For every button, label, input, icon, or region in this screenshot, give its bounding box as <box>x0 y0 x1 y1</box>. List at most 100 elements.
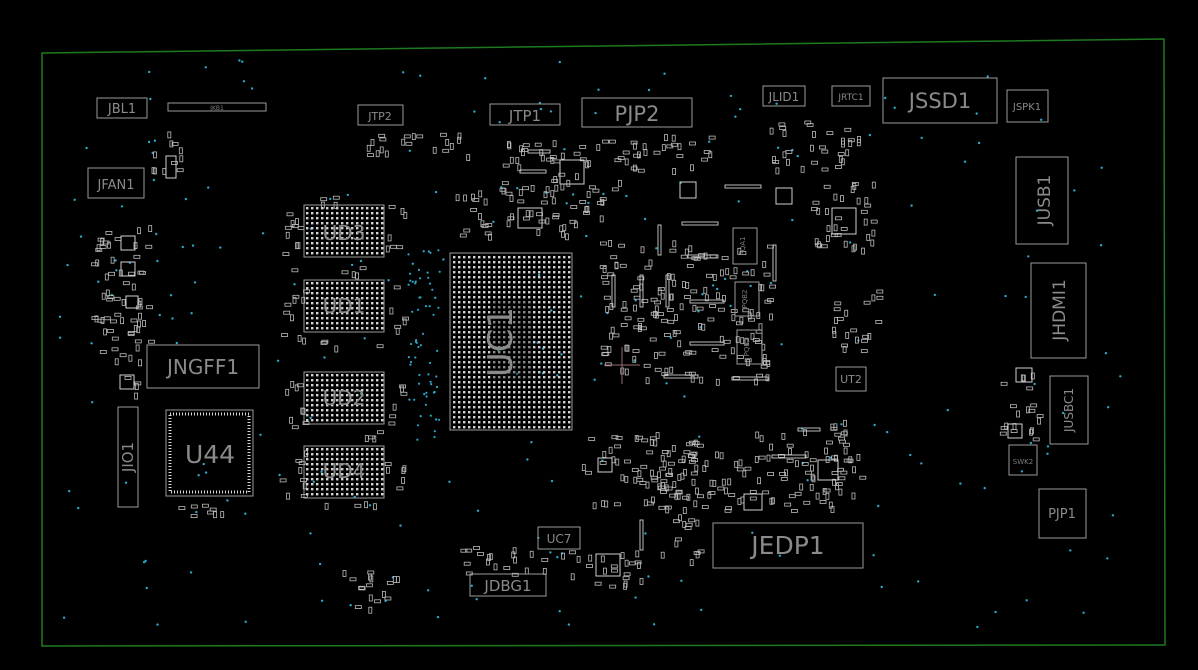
component-jfan1[interactable]: JFAN1 <box>87 167 145 199</box>
passive-component <box>661 450 669 454</box>
via <box>368 504 372 507</box>
via <box>1106 557 1109 560</box>
component-ud1[interactable]: UD1 <box>303 279 385 333</box>
passive-component <box>291 425 299 430</box>
via <box>156 259 159 263</box>
via <box>202 462 205 466</box>
jngff1-label: JNGFF1 <box>165 355 239 379</box>
passive-component <box>767 471 774 476</box>
component-uc1[interactable]: UC1 <box>449 252 573 431</box>
passive-component <box>178 506 186 511</box>
passive-component <box>603 567 607 575</box>
component-jusb1[interactable]: JUSB1 <box>1015 156 1069 245</box>
component-jbl1[interactable]: JBL1 <box>96 97 148 119</box>
component-pqb2[interactable]: PQB2 <box>734 281 760 317</box>
component-jdbg1[interactable]: JDBG1 <box>469 573 547 597</box>
passive-component <box>843 419 847 427</box>
passive-component <box>786 443 794 448</box>
passive-component <box>870 239 875 247</box>
passive-component <box>819 145 826 150</box>
passive-component <box>631 468 639 472</box>
passive-component <box>715 451 719 459</box>
passive-component <box>624 559 629 567</box>
passive-component <box>762 353 767 361</box>
via <box>414 282 417 285</box>
connector-strip <box>772 244 777 282</box>
passive-component <box>341 270 349 275</box>
passive-component <box>633 325 641 330</box>
passive-component <box>847 138 855 143</box>
passive-component <box>1030 372 1035 380</box>
component-jedp1[interactable]: JEDP1 <box>712 522 864 569</box>
passive-component <box>676 492 681 500</box>
via <box>1040 118 1043 122</box>
via <box>550 309 553 312</box>
component-jssd1[interactable]: JSSD1 <box>882 77 998 124</box>
passive-component <box>708 491 716 495</box>
passive-component <box>856 139 861 147</box>
component-pqa1[interactable]: PQA1 <box>732 227 758 265</box>
component-pjp2[interactable]: PJP2 <box>581 97 693 128</box>
passive-component <box>851 181 859 186</box>
passive-component <box>672 168 676 175</box>
passive-component <box>403 134 411 139</box>
component-jspk1[interactable]: JSPK1 <box>1006 89 1049 123</box>
passive-component <box>660 489 667 494</box>
component-ut2[interactable]: UT2 <box>835 366 867 392</box>
passive-component <box>1010 429 1018 434</box>
passive-component <box>852 466 856 474</box>
component-jhdmi1[interactable]: JHDMI1 <box>1030 262 1087 359</box>
passive-component <box>488 233 492 241</box>
component-jtp1[interactable]: JTP1 <box>489 103 561 126</box>
component-pjp1[interactable]: PJP1 <box>1038 488 1087 539</box>
passive-component <box>719 452 724 460</box>
component-jusbc1[interactable]: JUSBC1 <box>1049 375 1089 445</box>
passive-component <box>660 292 665 300</box>
component-ud4[interactable]: UD4 <box>303 445 385 499</box>
component-jkb1[interactable]: JKB1 <box>167 102 267 112</box>
passive-component <box>524 567 529 575</box>
via <box>79 235 83 238</box>
passive-component <box>599 215 604 223</box>
via <box>442 258 445 261</box>
component-ud2[interactable]: UD2 <box>303 371 385 425</box>
passive-component <box>95 259 100 267</box>
passive-component <box>833 193 838 201</box>
passive-component <box>473 546 481 550</box>
passive-component <box>859 475 867 480</box>
passive-component <box>649 436 657 441</box>
via <box>933 293 937 297</box>
component-pqe2[interactable]: PQE2 <box>736 329 763 365</box>
via <box>556 556 559 559</box>
component-uc7[interactable]: UC7 <box>537 526 581 550</box>
component-swk2[interactable]: SWK2 <box>1008 444 1038 476</box>
via <box>597 88 600 91</box>
via <box>349 604 352 607</box>
passive-component <box>153 167 157 175</box>
pqe2-label: PQE2 <box>743 338 751 357</box>
passive-component <box>630 288 638 293</box>
passive-component <box>1026 406 1030 414</box>
via <box>181 245 184 249</box>
component-u44[interactable]: U44 <box>165 409 254 497</box>
passive-component <box>695 519 700 527</box>
via <box>429 380 432 383</box>
component-ud3[interactable]: UD3 <box>303 204 385 258</box>
via <box>1024 295 1027 299</box>
via <box>153 139 157 142</box>
component-jio1[interactable]: JIO1 <box>117 406 139 508</box>
passive-component <box>646 450 654 455</box>
component-jtp2[interactable]: JTP2 <box>357 104 404 126</box>
passive-component <box>148 339 155 344</box>
component-jrtc1[interactable]: JRTC1 <box>831 85 871 107</box>
component-jngff1[interactable]: JNGFF1 <box>146 344 260 389</box>
passive-component <box>602 280 610 285</box>
component-jlid1[interactable]: JLID1 <box>762 85 806 107</box>
passive-component <box>815 243 823 248</box>
via-layer <box>58 59 1122 629</box>
passive-component <box>401 467 406 475</box>
passive-component <box>560 152 565 160</box>
passive-component <box>463 194 468 202</box>
small-ic <box>125 295 139 309</box>
passive-component <box>176 168 184 173</box>
